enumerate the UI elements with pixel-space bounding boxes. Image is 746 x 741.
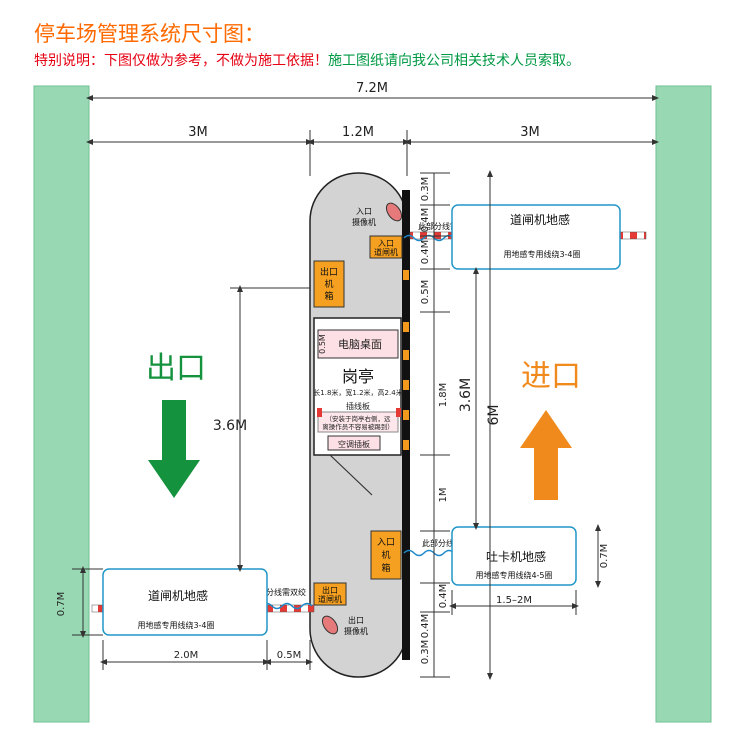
entry-barrier-top-label1: 入口 [378,239,394,248]
loop-bottom-subtitle: 用地感专用线绕3-4圈 [137,620,214,630]
exit-barrier-label1: 出口 [322,585,338,595]
twisted-note-mid: 此部分线需双绞 [422,538,478,548]
entry-barrier-top-label2: 道闸机 [374,247,398,257]
outlet-note-line2: 离操作员不容易被踢到） [322,422,394,431]
entry-box-label3: 箱 [381,562,390,574]
loop-top-subtitle: 用地感专用线绕3-4圈 [503,249,580,259]
exit-camera-label2: 摄像机 [344,626,368,636]
entry-camera-icon [385,202,403,222]
disclaimer-contact: 施工图纸请向我公司相关技术人员索取。 [328,53,580,69]
edge-marks [403,270,409,450]
entry-box-label1: 入口 [377,537,395,548]
outlet-note-line1: （安装于岗亭右侧，远 [326,414,392,423]
dim-loop-span-left: 3.6M [213,418,247,434]
dim-total-width: 7.2M [356,81,388,96]
entry-camera-label1: 入口 [356,207,372,216]
right-wall [655,85,712,723]
outlet-note-box [317,411,399,433]
card-loop-title: 吐卡机地感 [486,549,546,564]
dim-card-loop-length: 1.5–2M [496,595,532,606]
card-loop [451,526,577,586]
loop-top-title: 道闸机地感 [510,212,570,227]
dim-barrier-to-loop: 0.4M [420,240,431,265]
dim-loop-span-right: 3.6M [458,378,474,412]
left-wall [33,85,90,723]
exit-camera-icon [321,615,339,635]
entry-arrow-icon [520,410,572,500]
card-loop-subtitle: 用地感专用线绕4-5圈 [475,570,552,580]
entry-box-label2: 机 [381,549,390,561]
ac-outlet-label: 空调插板 [338,439,370,449]
outlet-mark-left [317,408,322,417]
dim-booth-to-box: 1M [438,488,449,503]
ac-outlet-box [327,435,381,451]
exit-barrier-label2: 道闸机 [318,594,342,604]
left-dim-chain [72,285,313,670]
dim-island-width: 1.2M [342,125,374,140]
dim-loop-to-island: 0.5M [277,650,302,661]
exit-control-box [313,260,345,308]
disclaimer-warning: 特别说明：下图仅做为参考，不做为施工依据！ [34,53,328,69]
barrier-loop-top [451,204,621,270]
booth-door [329,454,373,496]
disclaimer: 特别说明：下图仅做为参考，不做为施工依据！施工图纸请向我公司相关技术人员索取。 [34,50,580,70]
exit-camera-label1: 出口 [348,615,364,625]
exit-arrow-icon [148,400,200,498]
outlet-label: 插线板 [346,401,370,411]
exit-barrier-box [313,582,347,606]
dim-loop-to-booth: 0.5M [420,280,431,305]
computer-desk [317,329,399,359]
twisted-wire-mid [403,549,455,557]
exit-box-label1: 出口 [320,266,338,278]
entry-label: 进口 [521,359,581,394]
right-dim-chain [420,170,601,680]
exit-box-label2: 机 [324,278,333,290]
loop-bottom-title: 道闸机地感 [148,588,208,603]
booth-label: 岗亭 [342,367,374,386]
dim-right-lane: 3M [520,125,540,140]
dim-box-to-barrier: 0.4M [438,584,449,609]
entry-control-box [370,530,402,580]
computer-desk-label: 电脑桌面 [338,338,382,351]
dim-bottom-gap: 0.3M [420,640,431,665]
page-title: 停车场管理系统尺寸图： [34,22,265,46]
twisted-wire-bot [261,602,313,610]
dim-camera-to-barrier: 0.4M [420,208,431,233]
exit-label: 出口 [146,351,206,386]
dim-top-gap: 0.3M [420,177,431,202]
dim-barrier-to-camera: 0.4M [420,614,431,639]
dim-left-lane: 3M [188,125,208,140]
dim-desk-depth: 0.5M [318,334,327,354]
outlet-mark-right [396,408,401,417]
island-edge-strip [402,190,410,660]
barrier-loop-bottom [102,568,268,636]
twisted-note-top: 此部分线需双绞 [418,221,474,231]
exit-box-label3: 箱 [324,290,333,302]
twisted-note-bot: 此部分线需双绞 [250,587,306,597]
booth-size: 长1.8米，宽1.2米，高2.4米 [313,388,402,397]
dim-island-length: 6M [486,405,502,426]
dim-booth-length: 1.8M [438,383,449,408]
dim-exit-loop-length: 2.0M [174,650,199,661]
entry-camera-label2: 摄像机 [352,217,376,227]
dim-exit-loop-width: 0.7M [56,592,67,617]
entry-barrier-box-top [369,235,403,259]
dim-card-loop-width: 0.7M [599,544,610,569]
